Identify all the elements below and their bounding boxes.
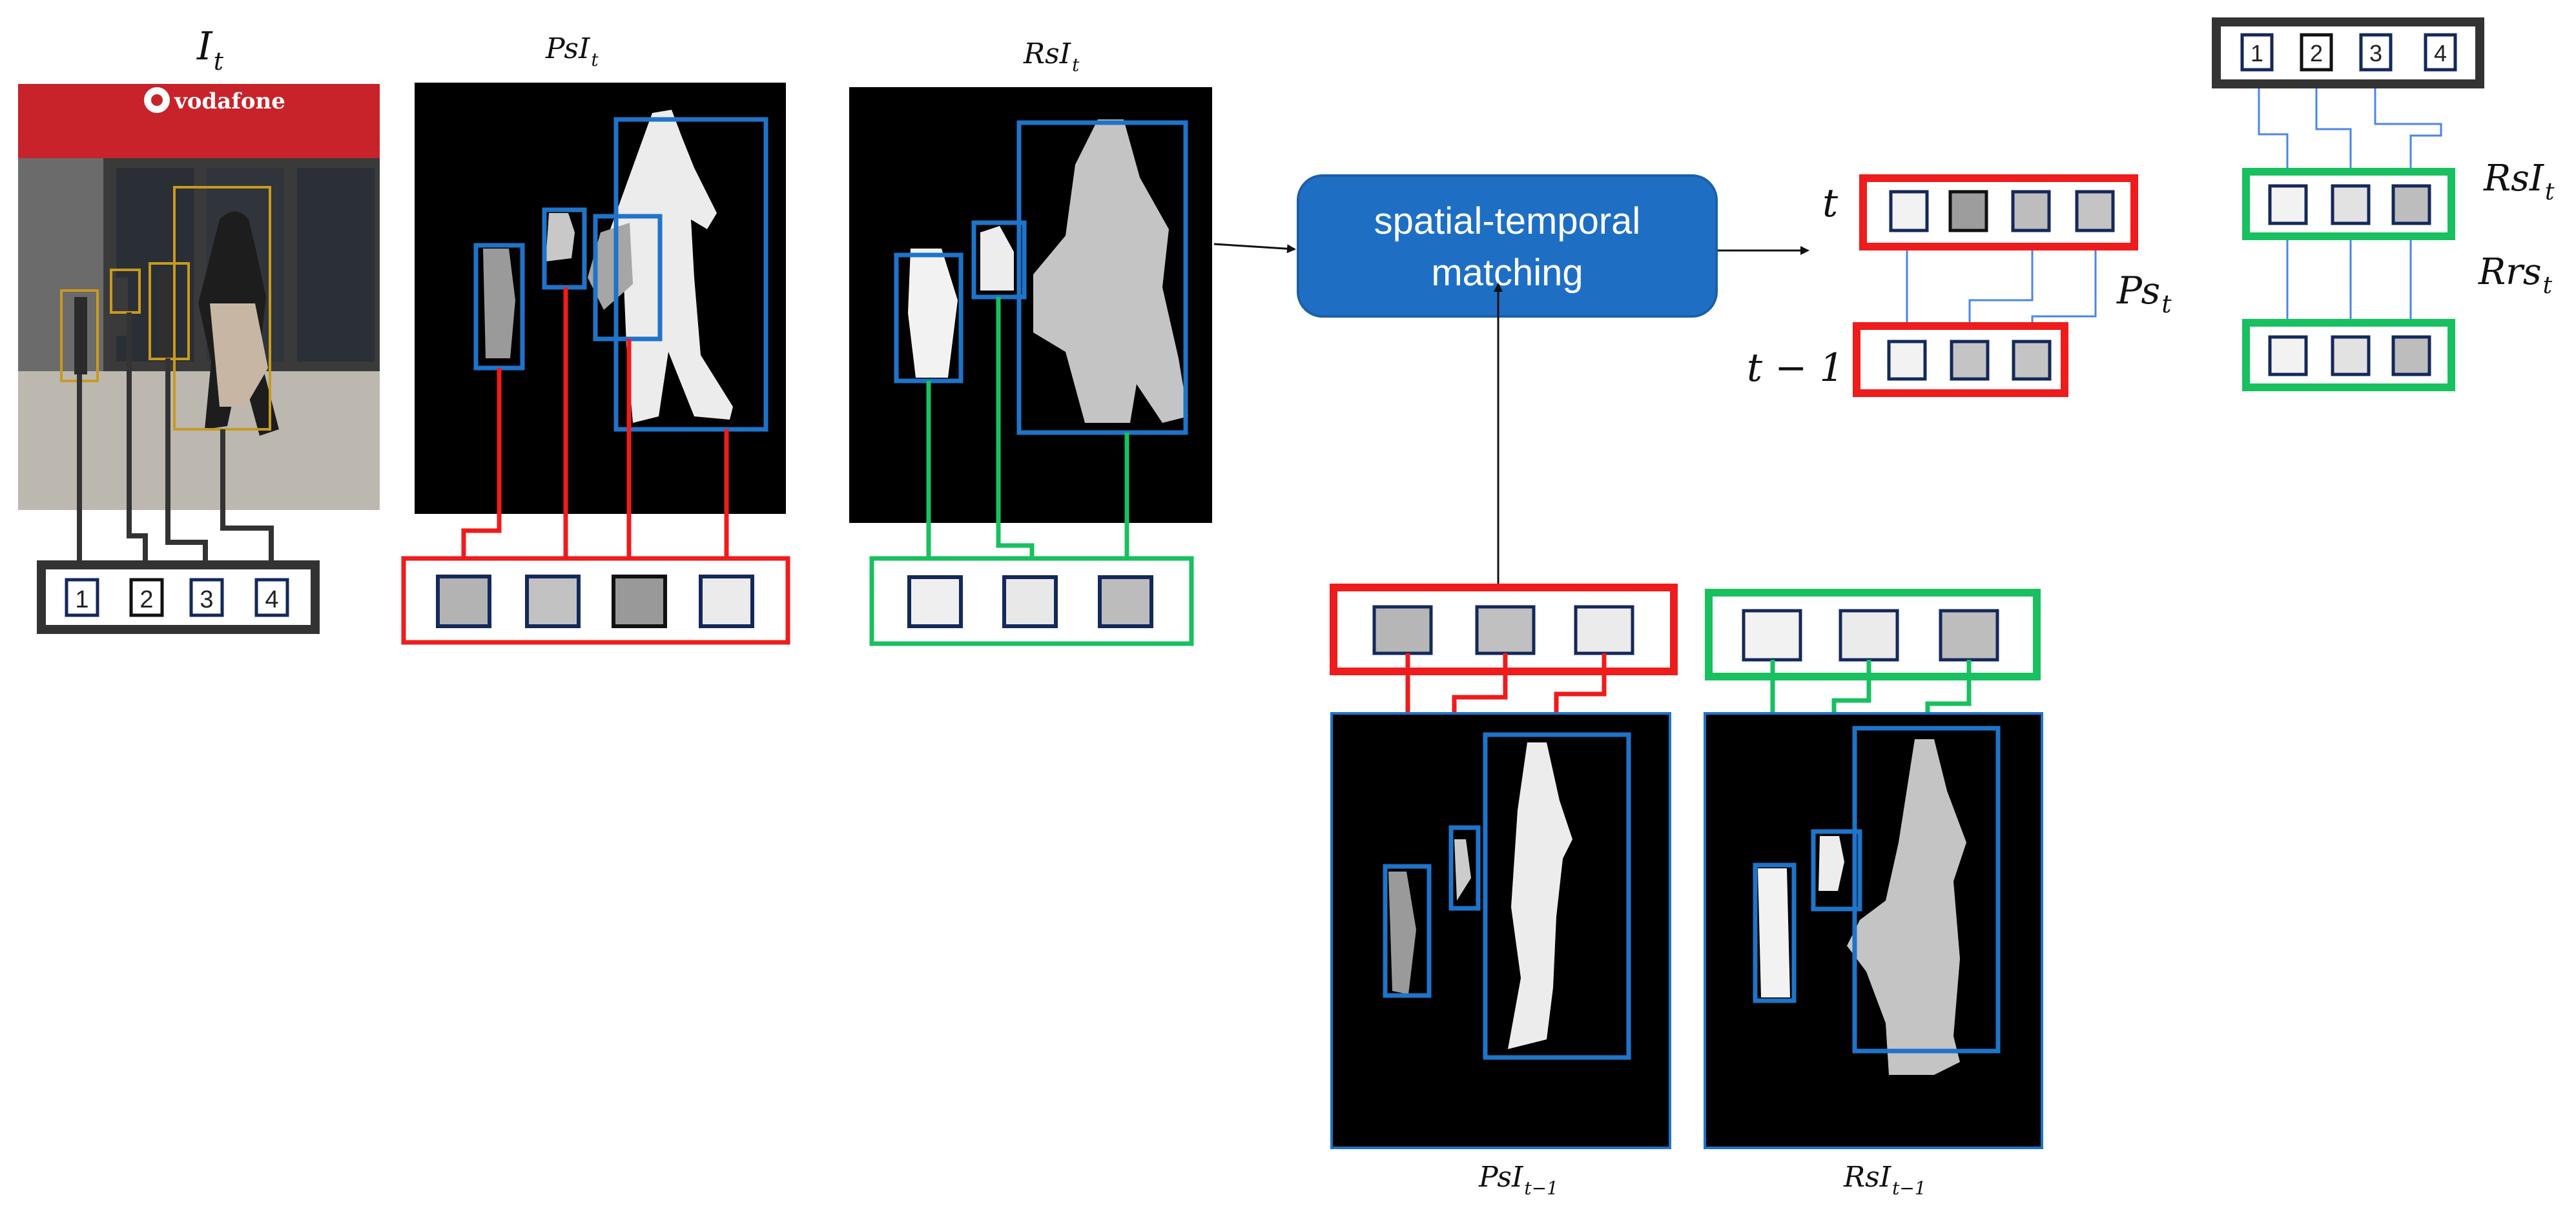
rs-top-id-cell-3 [2359,33,2393,72]
matching-section: spatial-temporal matching [1213,174,1809,584]
rs-prev-mask-narrow [1758,868,1790,997]
ps-mask-narrow [483,249,515,358]
frame-image: vodafone [18,84,380,510]
frame-title: It [196,24,224,76]
ps-output-t-cell-3 [2011,190,2051,232]
ps-mask-small [546,213,575,261]
rs-top-label: RsIt [2483,158,2555,205]
ps-output-section: t t − 1 Pst [1747,174,2172,397]
ps-output-prev-cell-1 [1887,340,1927,381]
rs-prev-mask-small [1819,836,1844,891]
ps-prev-feature-cell-3 [1574,605,1634,655]
ps-output-prev-cell-3 [2012,340,2052,381]
store-sign: vodafone [174,88,285,114]
rs-top-id-cell-4 [2424,33,2457,72]
detection-id-cell-4 [254,578,289,617]
rs-top-id-2: 2 [2310,40,2323,66]
ps-prev-section: PsIt−1 [1330,584,1678,1199]
detection-id-cell-2 [129,578,164,617]
rs-prev-bbox-small [1811,829,1862,912]
rs-top-id-cell-2 [2300,33,2333,72]
rs-prev-feature-cell-1 [1742,609,1802,662]
detection-id-1: 1 [75,586,88,613]
ps-prev-mask-narrow [1388,872,1416,994]
rs-prev-feature-cell-2 [1839,609,1899,662]
detection-id-3: 3 [200,586,213,613]
ps-output-prev-cell-2 [1950,340,1990,381]
ps-feature-cell-2 [525,575,581,628]
rs-prev-title: RsIt−1 [1843,1161,1926,1199]
rs-feature-cell-3 [1098,575,1153,628]
rrs-top-cell-3 [2391,184,2431,225]
ps-prev-title: PsIt−1 [1478,1161,1558,1199]
rs-title: RsIt [1023,37,1080,76]
rs-top-id-4: 4 [2434,40,2447,66]
ps-connectors [461,287,729,578]
ps-bbox-large [613,117,768,432]
rs-prev-mask-large [1847,739,1966,1075]
rrs-bottom-cell-3 [2391,335,2431,376]
detection-id-4: 4 [265,586,278,613]
detection-id-row: 1 2 3 4 [65,578,289,617]
detection-bbox-2 [110,269,141,314]
detection-id-cell-1 [65,578,99,617]
rrs-bottom-cell-1 [2268,335,2308,376]
ps-mask-medium [588,223,633,310]
frame-connectors [77,312,274,573]
t-minus-1-label: t − 1 [1747,345,1844,391]
rrs-bottom-cell-2 [2331,335,2371,376]
rrs-top-cell-1 [2268,184,2308,225]
t-label: t [1822,181,1839,226]
rs-top-id-row: 1 2 3 4 [2240,33,2457,72]
rs-mask-section: RsIt [849,37,1212,646]
ps-mask-section: PsIt [401,32,790,645]
detection-id-cell-3 [189,578,224,617]
rrs-section: RsIt Rrst 1 2 3 4 [2212,17,2555,391]
rs-top-id-3: 3 [2369,40,2382,66]
ps-title: PsIt [545,32,599,70]
rs-prev-bbox-large [1852,726,2001,1054]
ps-prev-bbox-small [1448,825,1481,911]
rs-bbox-large [1016,120,1188,435]
frame-section: It vodafone [18,24,380,634]
rs-mask-narrow [908,249,958,378]
rs-mask-small [980,226,1014,291]
ps-prev-mask-large [1508,742,1572,1049]
rrs-label: Rrst [2478,251,2553,299]
ps-prev-feature-cell-2 [1475,605,1536,655]
rs-top-id-1: 1 [2251,40,2263,66]
ps-prev-mask-image [1330,712,1671,1149]
rs-feature-cell-1 [907,575,963,628]
ps-output-t-cell-4 [2075,190,2115,232]
ps-output-t-cell-2 [1948,190,1988,232]
rs-prev-feature-cell-3 [1939,609,1999,662]
ps-set-label: Pst [2116,269,2172,318]
rs-top-id-cell-1 [2240,33,2274,72]
rrs-top-cell-2 [2331,184,2371,225]
ps-mask-large [610,110,733,423]
matching-box [1297,174,1718,318]
ps-feature-cell-4 [699,575,754,628]
ps-prev-bbox-narrow [1383,864,1432,998]
rs-mask-large [1033,119,1188,423]
ps-feature-cell-1 [436,575,491,628]
detection-id-2: 2 [139,586,153,613]
ps-prev-feature-cell-1 [1372,605,1433,655]
rs-prev-bbox-narrow [1753,863,1797,1003]
ps-output-t-cell-1 [1889,190,1929,232]
rs-prev-section: RsIt−1 [1704,589,2043,1199]
ps-prev-bbox-large [1483,732,1631,1060]
ps-prev-mask-small [1454,839,1471,901]
matching-line2: matching [1431,252,1583,294]
arrow-to-matching [1213,243,1296,254]
matching-line1: spatial-temporal [1374,200,1641,242]
ps-feature-cell-3 [612,575,667,628]
rs-feature-cell-2 [1002,575,1058,628]
